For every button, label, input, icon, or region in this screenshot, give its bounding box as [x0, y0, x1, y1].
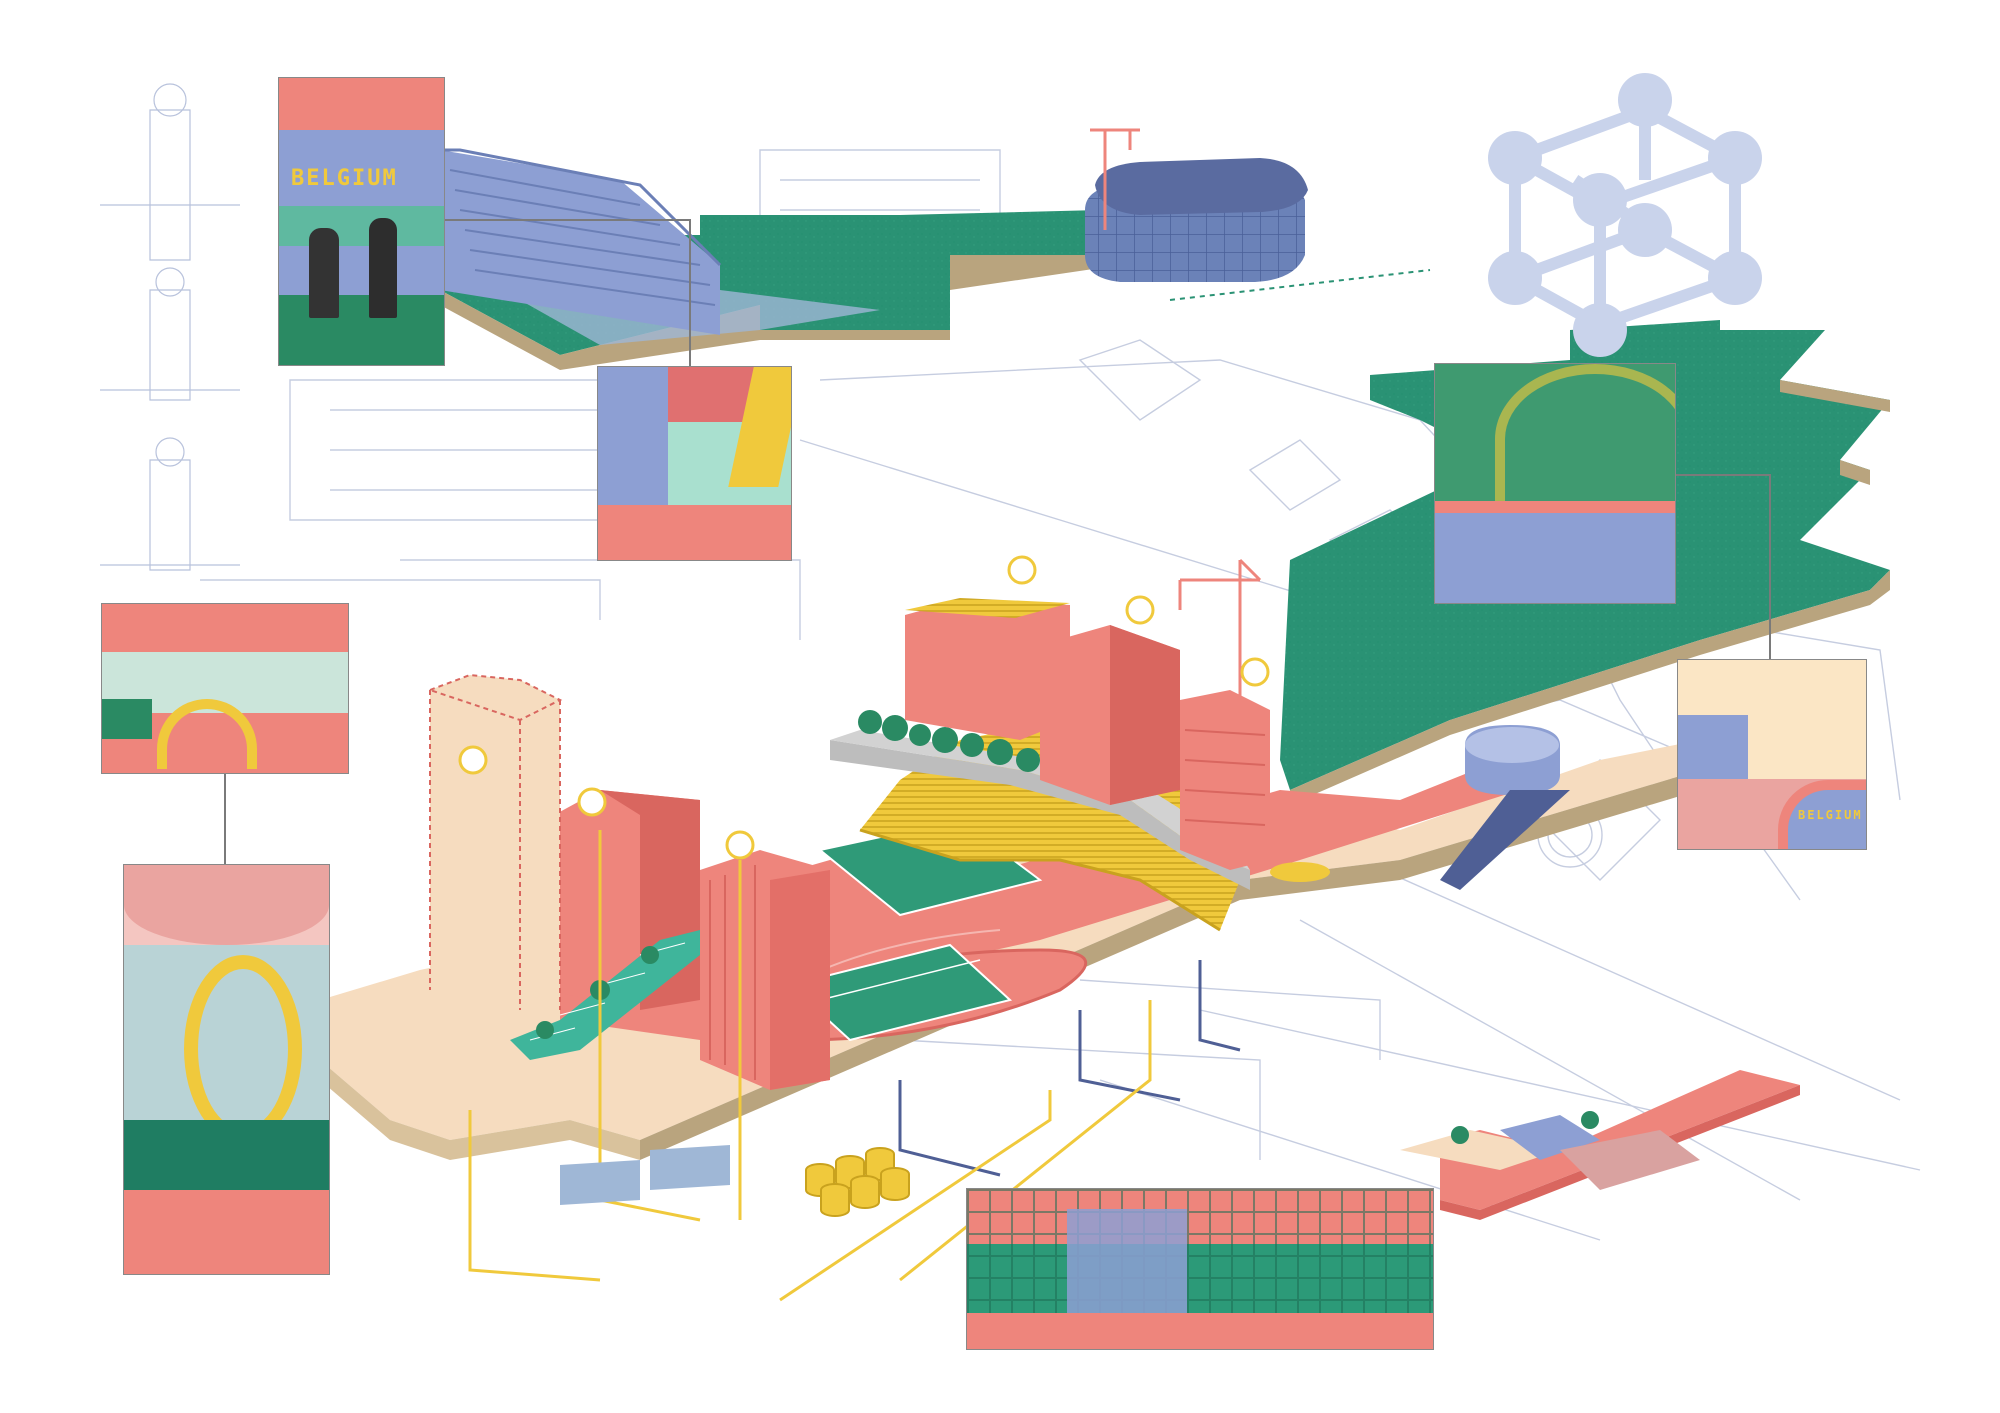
underground-tanks [560, 1145, 910, 1217]
blue-grandstand [440, 148, 722, 335]
callout-leaders [224, 219, 1771, 865]
vignette-atrium [101, 603, 349, 774]
arena-building [1085, 158, 1308, 282]
future-tower-outline [427, 673, 563, 1010]
pin-icon [458, 555, 1270, 860]
street-platform [1400, 1070, 1800, 1220]
tribune-sign: BELGIUM [291, 166, 398, 191]
vignette-sports-hall [966, 1188, 1434, 1350]
elevation-sketches [100, 83, 240, 571]
vignette-interior-hall [123, 864, 330, 1275]
elevated-green-bridge [830, 730, 1250, 890]
vignette-concourse [597, 366, 792, 561]
vignette-tropical-pool [1434, 363, 1676, 604]
entrance-pavilion [1270, 725, 1570, 890]
coral-towers [545, 598, 1270, 1090]
vignette-beach-terrace: BELGIUM [1677, 659, 1867, 850]
vignette-tribune-lounge: BELGIUM [278, 77, 445, 366]
atomium-icon [1488, 73, 1762, 357]
tower-crane-icon [1090, 128, 1262, 700]
green-stair-ramp [510, 930, 700, 1060]
beach-sign: BELGIUM [1798, 808, 1863, 822]
